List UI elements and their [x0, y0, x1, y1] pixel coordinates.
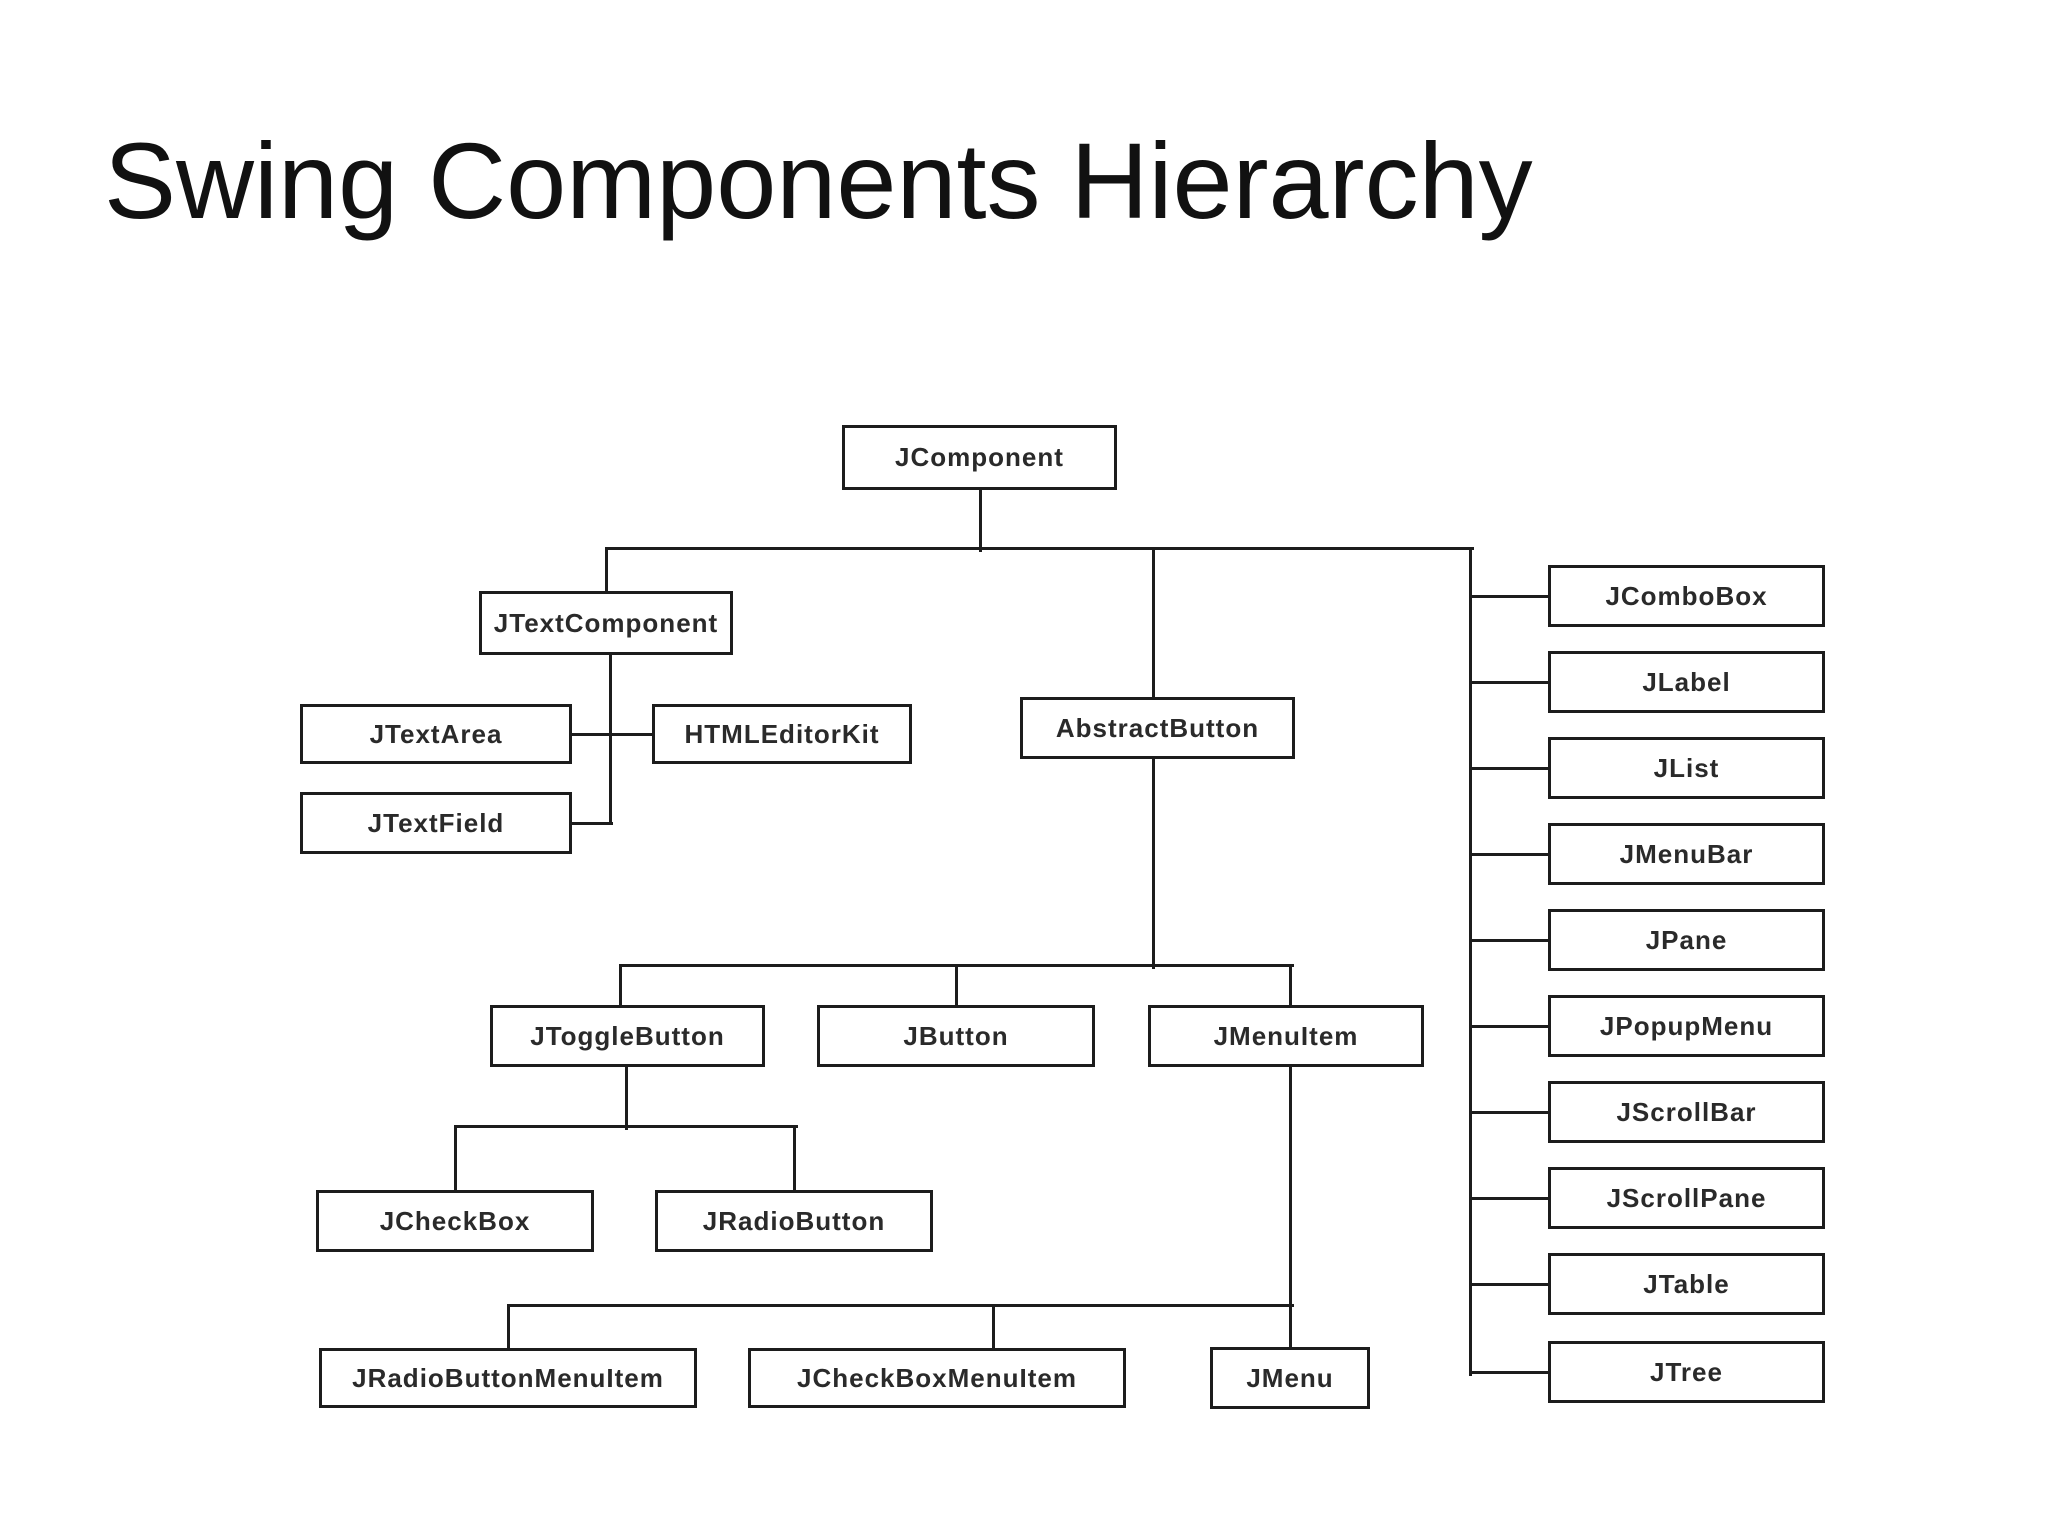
connector-stub-jscrollpane: [1469, 1197, 1549, 1200]
connector-stub-jpane: [1469, 939, 1549, 942]
connector-drop-jbutton: [955, 964, 958, 1009]
connector-top-connector: [605, 547, 1474, 550]
node-jcombobox: JComboBox: [1548, 565, 1825, 627]
connector-stub-jscrollbar: [1469, 1111, 1549, 1114]
node-jscrollpane: JScrollPane: [1548, 1167, 1825, 1229]
node-jtree: JTree: [1548, 1341, 1825, 1403]
connector-menuitem-connector: [507, 1304, 1294, 1307]
connector-stub-jpopupmenu: [1469, 1025, 1549, 1028]
connector-jtextfield-connector: [571, 822, 613, 825]
connector-abstractbutton-stem: [1152, 758, 1155, 969]
connector-stub-jtree: [1469, 1371, 1549, 1374]
node-jradiobuttonmenuitem: JRadioButtonMenuItem: [319, 1348, 697, 1408]
connector-drop-jcheckboxmenuitem: [992, 1304, 995, 1352]
node-jtextfield: JTextField: [300, 792, 572, 854]
connector-drop-jtogglebutton: [619, 964, 622, 1009]
node-jcheckbox: JCheckBox: [316, 1190, 594, 1252]
node-jmenubar: JMenuBar: [1548, 823, 1825, 885]
node-jlist: JList: [1548, 737, 1825, 799]
node-jtextcomponent: JTextComponent: [479, 591, 733, 655]
connector-jtextarea-connector: [571, 733, 653, 736]
node-abstractbutton: AbstractButton: [1020, 697, 1295, 759]
connector-drop-jradiobutton: [793, 1125, 796, 1194]
connector-stub-jcombobox: [1469, 595, 1549, 598]
page-title: Swing Components Hierarchy: [104, 120, 1533, 241]
connector-toggle-connector: [454, 1125, 798, 1128]
connector-jtextcomponent-stem: [609, 654, 612, 824]
node-jmenuitem: JMenuItem: [1148, 1005, 1424, 1067]
node-jlabel: JLabel: [1548, 651, 1825, 713]
connector-drop-jmenuitem: [1289, 964, 1292, 1009]
node-jtextarea: JTextArea: [300, 704, 572, 764]
node-jpopupmenu: JPopupMenu: [1548, 995, 1825, 1057]
connector-right-spine: [1469, 547, 1472, 1376]
node-jcomponent: JComponent: [842, 425, 1117, 490]
connector-stub-jlabel: [1469, 681, 1549, 684]
connector-stub-jtable: [1469, 1283, 1549, 1286]
node-jbutton: JButton: [817, 1005, 1095, 1067]
node-jscrollbar: JScrollBar: [1548, 1081, 1825, 1143]
node-jtogglebutton: JToggleButton: [490, 1005, 765, 1067]
node-jradiobutton: JRadioButton: [655, 1190, 933, 1252]
connector-stub-jlist: [1469, 767, 1549, 770]
node-jcheckboxmenuitem: JCheckBoxMenuItem: [748, 1348, 1126, 1408]
node-jtable: JTable: [1548, 1253, 1825, 1315]
connector-stub-jmenubar: [1469, 853, 1549, 856]
connector-drop-jradiobuttonmenuitem: [507, 1304, 510, 1352]
connector-drop-jcheckbox: [454, 1125, 457, 1194]
node-htmleditorkit: HTMLEditorKit: [652, 704, 912, 764]
connector-jtogglebutton-stem: [625, 1066, 628, 1130]
connector-drop-jtextcomponent: [605, 547, 608, 595]
node-jmenu: JMenu: [1210, 1347, 1370, 1409]
connector-jcomponent-stem: [979, 489, 982, 552]
connector-drop-abstractbutton: [1152, 547, 1155, 701]
connector-jmenuitem-stem: [1289, 1066, 1292, 1351]
node-jpane: JPane: [1548, 909, 1825, 971]
